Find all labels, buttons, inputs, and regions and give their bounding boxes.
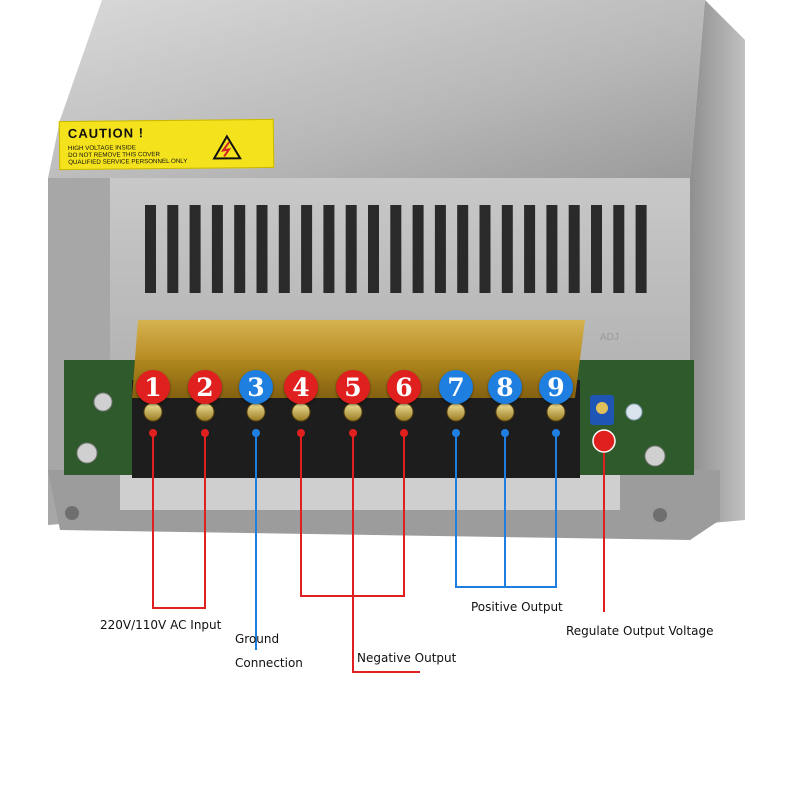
terminal-dot-1 — [149, 429, 157, 437]
terminal-dots — [149, 429, 560, 437]
terminal-screw — [195, 402, 215, 422]
vent-slot — [613, 205, 625, 293]
terminal-badge-4: 4 — [284, 370, 318, 404]
caution-label: CAUTION ! HIGH VOLTAGE INSIDE DO NOT REM… — [58, 118, 275, 171]
side-panel — [690, 0, 745, 525]
terminal-badge-7: 7 — [439, 370, 473, 404]
warning-triangle-icon — [212, 134, 242, 160]
vent-slot — [412, 205, 424, 293]
mount-hole-left — [65, 506, 79, 520]
regulate-output-label: Regulate Output Voltage — [566, 624, 714, 638]
mount-hole-right — [653, 508, 667, 522]
terminal-dot-3 — [252, 429, 260, 437]
vent-slot — [591, 205, 602, 293]
regulate-dot — [592, 429, 616, 453]
led — [625, 403, 643, 421]
terminal-screw — [546, 402, 566, 422]
negative-line — [352, 433, 420, 673]
terminal-badge-1: 1 — [136, 370, 170, 404]
mount-screw-left — [76, 442, 98, 464]
vent-slot — [234, 205, 246, 293]
mount-screw-right — [644, 445, 666, 467]
terminal-dot-6 — [400, 429, 408, 437]
terminal-screw — [143, 402, 163, 422]
terminal-badge-3: 3 — [239, 370, 273, 404]
terminal-screw — [394, 402, 414, 422]
vent-slot — [145, 205, 156, 293]
ac-input-label: 220V/110V AC Input — [100, 618, 222, 632]
vent-slots — [145, 205, 647, 293]
caution-title: CAUTION ! — [67, 125, 145, 142]
terminal-screw — [495, 402, 515, 422]
vent-slot — [524, 205, 536, 293]
vent-slot — [167, 205, 179, 293]
potentiometer-knob — [596, 402, 608, 414]
terminal-screw — [291, 402, 311, 422]
wiring-lines — [152, 433, 605, 673]
terminal-dot-9 — [552, 429, 560, 437]
vent-slot — [546, 205, 558, 293]
terminal-dot-8 — [501, 429, 509, 437]
terminal-screw — [246, 402, 266, 422]
vent-slot — [390, 205, 402, 293]
terminal-badge-6: 6 — [387, 370, 421, 404]
vent-slot — [323, 205, 335, 293]
terminal-badge-9: 9 — [539, 370, 573, 404]
vent-slot — [457, 205, 469, 293]
vent-slot — [189, 205, 201, 293]
positive-output-label: Positive Output — [471, 600, 563, 614]
vent-slot — [501, 205, 513, 293]
terminal-dot-5 — [349, 429, 357, 437]
vent-slot — [256, 205, 268, 293]
terminal-screw — [343, 402, 363, 422]
terminal-badge-8: 8 — [488, 370, 522, 404]
terminal-badge-2: 2 — [188, 370, 222, 404]
terminal-dot-4 — [297, 429, 305, 437]
vent-slot — [479, 205, 491, 293]
negative-output-label: Negative Output — [357, 651, 457, 665]
vent-slot — [635, 205, 647, 293]
terminal-dot-2 — [201, 429, 209, 437]
ground-label-line2: Connection — [235, 656, 303, 670]
ground-label-line1: Ground — [235, 632, 280, 646]
ac-input-line — [152, 433, 206, 609]
vent-slot — [301, 205, 313, 293]
vent-slot — [568, 205, 580, 293]
terminal-screws — [143, 402, 566, 422]
terminal-dot-7 — [452, 429, 460, 437]
vent-slot — [434, 205, 446, 293]
adj-marking: ADJ — [600, 332, 619, 343]
vent-slot — [368, 205, 379, 293]
caution-line-3: QUALIFIED SERVICE PERSONNEL ONLY — [68, 157, 188, 167]
vent-slot — [345, 205, 357, 293]
terminal-screw — [446, 402, 466, 422]
mount-screw-left-top — [93, 392, 113, 412]
vent-slot — [211, 205, 223, 293]
terminal-badge-5: 5 — [336, 370, 370, 404]
vent-slot — [278, 205, 290, 293]
